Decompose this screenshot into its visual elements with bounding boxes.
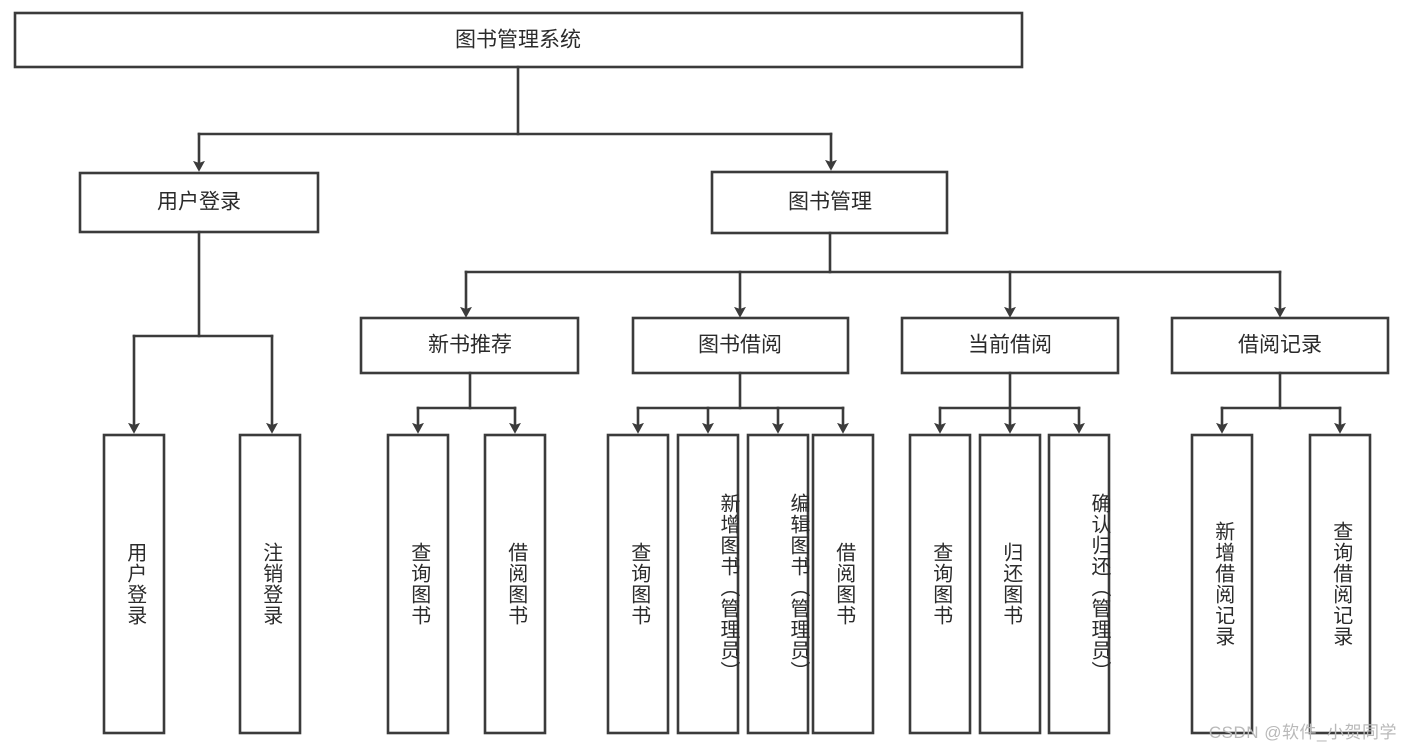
node-book-borrow[interactable]: 图书借阅 xyxy=(631,316,850,375)
node-book-management[interactable]: 图书管理 xyxy=(710,170,949,235)
node-user-login-label: 用户登录 xyxy=(157,191,241,214)
node-current-borrow[interactable]: 当前借阅 xyxy=(900,316,1120,375)
leaf-box-book-borrow-3[interactable] xyxy=(746,433,810,735)
leaf-box-borrow-record-2[interactable] xyxy=(1308,433,1372,735)
leaf-box-book-borrow-1[interactable] xyxy=(606,433,670,735)
leaf-box-borrow-record-1[interactable] xyxy=(1190,433,1254,735)
leaf-box-current-borrow-1[interactable] xyxy=(908,433,972,735)
node-current-borrow-label: 当前借阅 xyxy=(968,334,1052,357)
leaf-box-new-book-1[interactable] xyxy=(386,433,450,735)
node-new-book[interactable]: 新书推荐 xyxy=(359,316,580,375)
node-new-book-label: 新书推荐 xyxy=(428,334,512,357)
node-book-borrow-label: 图书借阅 xyxy=(698,334,782,357)
node-borrow-record-label: 借阅记录 xyxy=(1238,334,1322,357)
leaf-box-user-login-1[interactable] xyxy=(102,433,166,735)
leaf-box-new-book-2[interactable] xyxy=(483,433,547,735)
leaf-box-book-borrow-2[interactable] xyxy=(676,433,740,735)
node-user-login[interactable]: 用户登录 xyxy=(78,171,320,234)
leaf-box-book-borrow-4[interactable] xyxy=(811,433,875,735)
node-root-label: 图书管理系统 xyxy=(455,29,581,52)
leaf-box-user-login-2[interactable] xyxy=(238,433,302,735)
node-borrow-record[interactable]: 借阅记录 xyxy=(1170,316,1390,375)
leaf-box-current-borrow-2[interactable] xyxy=(978,433,1042,735)
leaf-box-current-borrow-3[interactable] xyxy=(1047,433,1111,735)
watermark-text: CSDN @软件_小贺同学 xyxy=(1208,723,1397,742)
node-book-management-label: 图书管理 xyxy=(788,191,872,214)
node-root[interactable]: 图书管理系统 xyxy=(13,11,1024,69)
